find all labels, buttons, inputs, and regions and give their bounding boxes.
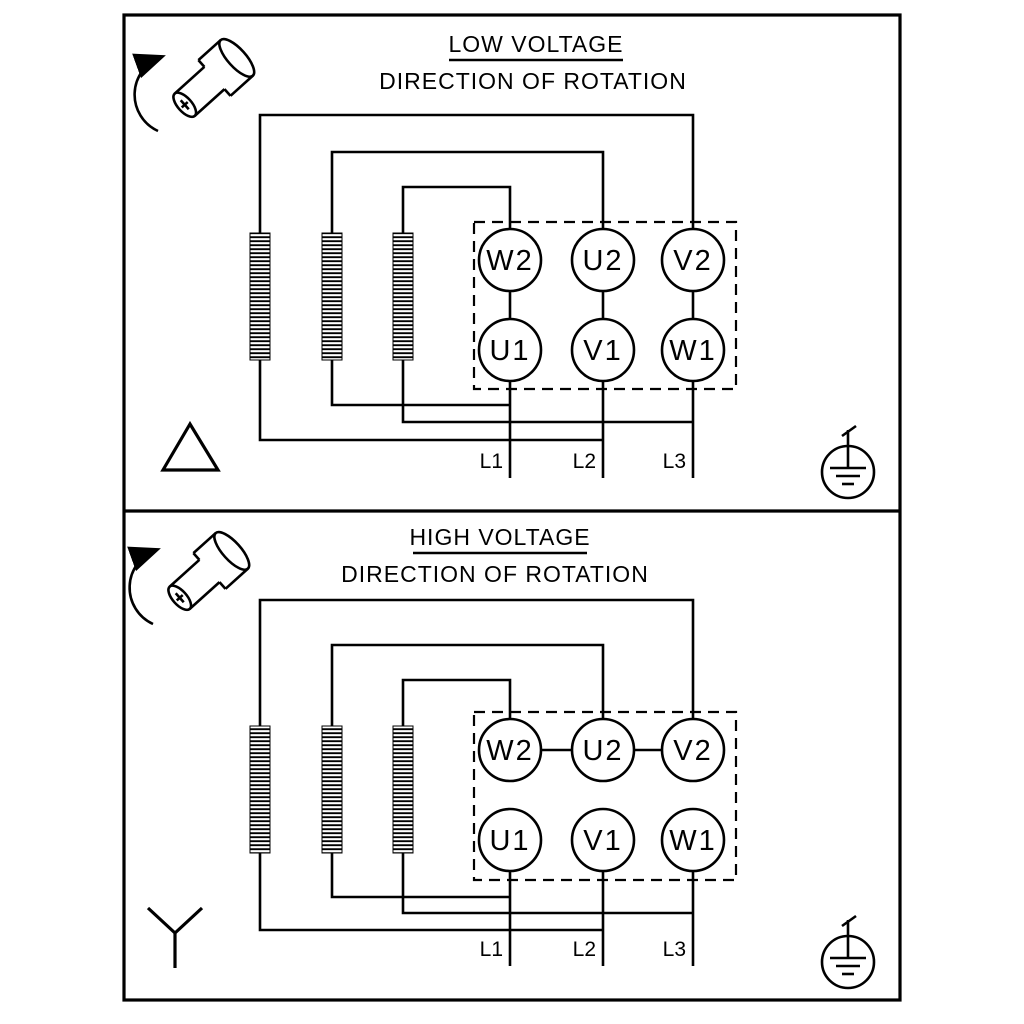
terminal-label: U1 xyxy=(489,825,530,857)
star-symbol-icon xyxy=(146,906,204,968)
winding-coil-2 xyxy=(321,232,343,361)
panel-title: HIGH VOLTAGE xyxy=(409,524,590,550)
winding-w-wire xyxy=(401,185,693,424)
terminal-w2: W2 xyxy=(477,717,543,783)
terminal-label: W1 xyxy=(669,335,717,367)
winding-w-wire xyxy=(401,678,693,915)
terminal-label: W1 xyxy=(669,825,717,857)
terminal-label: V1 xyxy=(583,825,622,857)
terminal-label: W2 xyxy=(486,245,534,277)
terminal-label: V2 xyxy=(673,735,712,767)
delta-symbol-icon xyxy=(160,420,221,472)
terminal-board-outline xyxy=(472,220,738,391)
panel-title: LOW VOLTAGE xyxy=(448,31,623,57)
terminal-v2: V2 xyxy=(660,227,726,293)
terminal-w2: W2 xyxy=(477,227,543,293)
terminal-label: U1 xyxy=(489,335,530,367)
terminal-v2: V2 xyxy=(660,717,726,783)
terminal-label: V2 xyxy=(673,245,712,277)
terminal-u1: U1 xyxy=(477,317,543,383)
supply-label-l1: L1 xyxy=(480,938,503,961)
terminal-label: W2 xyxy=(486,735,534,767)
panel-low-voltage: LOW VOLTAGE DIRECTION OF ROTATION xyxy=(132,31,876,500)
rotation-arrow-icon xyxy=(132,53,166,133)
supply-label-l2: L2 xyxy=(573,938,596,961)
winding-u-wire xyxy=(330,150,605,407)
winding-coil-3 xyxy=(392,232,414,361)
supply-label-l3: L3 xyxy=(663,938,686,961)
terminal-w1: W1 xyxy=(660,317,726,383)
winding-v-wire xyxy=(258,598,695,932)
terminal-v1: V1 xyxy=(570,807,636,873)
ground-symbol-icon xyxy=(820,424,876,500)
supply-label-l1: L1 xyxy=(480,450,503,473)
winding-v-wire xyxy=(258,113,695,442)
diagram-border xyxy=(122,13,902,1002)
supply-label-l3: L3 xyxy=(663,450,686,473)
ground-symbol-icon xyxy=(820,914,876,990)
terminal-u2: U2 xyxy=(570,717,636,783)
panel-subtitle: DIRECTION OF ROTATION xyxy=(341,561,649,587)
rotation-arrow-icon xyxy=(127,546,161,626)
shaft-rotation-icon xyxy=(127,530,251,626)
supply-label-l2: L2 xyxy=(573,450,596,473)
winding-coil-1 xyxy=(249,232,271,361)
terminal-board-outline xyxy=(472,710,738,882)
terminal-v1: V1 xyxy=(570,317,636,383)
winding-u-wire xyxy=(330,643,605,899)
terminal-label: U2 xyxy=(582,245,623,277)
terminal-u2: U2 xyxy=(570,227,636,293)
terminal-w1: W1 xyxy=(660,807,726,873)
terminal-label: U2 xyxy=(582,735,623,767)
terminal-u1: U1 xyxy=(477,807,543,873)
shaft-rotation-icon xyxy=(132,37,256,133)
terminal-label: V1 xyxy=(583,335,622,367)
shaft-end-cap xyxy=(213,530,251,572)
winding-coil-2 xyxy=(321,725,343,854)
panel-subtitle: DIRECTION OF ROTATION xyxy=(379,68,687,94)
winding-coil-1 xyxy=(249,725,271,854)
panel-high-voltage: HIGH VOLTAGE DIRECTION OF ROTATION xyxy=(127,524,876,990)
winding-coil-3 xyxy=(392,725,414,854)
